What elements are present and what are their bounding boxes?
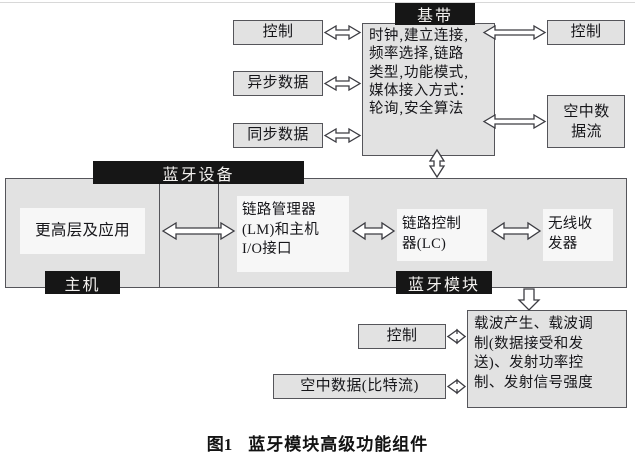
- arrow-air-data-bitstream-to-radio: [446, 378, 467, 395]
- page-top-rule: [0, 2, 635, 3]
- baseband-left-port-sync-data[interactable]: 同步数据: [233, 123, 323, 148]
- arrow-bluetooth-module-to-radio-down: [517, 288, 541, 311]
- link-manager-line-1: 链路管理器: [242, 202, 316, 218]
- radio-left-port-control-label: 控制: [386, 327, 418, 344]
- arrow-control-to-baseband: [323, 24, 362, 41]
- baseband-title-banner: 基带: [395, 3, 475, 25]
- radio-line-2: 制(数据接受和发: [474, 335, 584, 352]
- radio-transceiver-line-2: 发器: [548, 236, 578, 252]
- baseband-right-port-control-label: 控制: [570, 23, 602, 40]
- radio-left-port-air-data-bitstream[interactable]: 空中数据(比特流): [273, 374, 446, 399]
- arrow-sync-data-to-baseband: [323, 127, 362, 144]
- link-manager-line-3: I/O接口: [242, 241, 292, 258]
- baseband-line-1: 时钟‚建立连接‚: [369, 28, 469, 44]
- baseband-left-port-control[interactable]: 控制: [233, 20, 323, 45]
- link-manager-plate[interactable]: 链路管理器 (LM)和主机 I/O接口: [237, 196, 349, 272]
- baseband-line-2: 频率选择‚链路: [369, 46, 464, 63]
- baseband-line-3: 类型‚功能模式‚: [369, 64, 469, 81]
- arrow-control-to-radio: [446, 329, 467, 344]
- bluetooth-device-banner-label: 蓝牙设备: [162, 166, 235, 184]
- arrow-async-data-to-baseband: [323, 75, 362, 92]
- radio-line-1: 载波产生、载波调: [474, 316, 594, 332]
- baseband-right-port-control[interactable]: 控制: [547, 20, 625, 45]
- baseband-right-port-air-data-stream[interactable]: 空中数 据流: [547, 95, 625, 148]
- link-controller-line-2: 器(LC): [402, 236, 447, 252]
- baseband-left-port-sync-data-label: 同步数据: [247, 126, 309, 143]
- baseband-left-port-async-data-label: 异步数据: [247, 74, 309, 91]
- figure-caption-title: 蓝牙模块高级功能组件: [248, 435, 429, 454]
- radio-line-3: 送)、发射功率控: [474, 355, 584, 372]
- radio-transceiver-plate[interactable]: 无线收 发器: [543, 209, 613, 261]
- link-manager-line-2: (LM)和主机: [242, 221, 320, 238]
- baseband-box-body: 时钟‚建立连接‚ 频率选择‚链路 类型‚功能模式‚ 媒体接入方式： 轮询‚安全算…: [362, 23, 495, 156]
- baseband-line-4: 媒体接入方式：: [369, 82, 474, 99]
- air-data-stream-line-2: 据流: [571, 123, 602, 140]
- air-data-stream-line-1: 空中数: [563, 104, 610, 120]
- host-upper-layers-label: 更高层及应用: [35, 221, 130, 239]
- link-controller-plate[interactable]: 链路控制 器(LC): [397, 209, 487, 261]
- baseband-box: 时钟‚建立连接‚ 频率选择‚链路 类型‚功能模式‚ 媒体接入方式： 轮询‚安全算…: [362, 23, 495, 156]
- baseband-left-port-control-label: 控制: [262, 23, 294, 40]
- radio-functions-box: 载波产生、载波调 制(数据接受和发 送)、发射功率控 制、发射信号强度: [467, 310, 627, 408]
- host-banner: 主机: [45, 271, 120, 294]
- arrow-control-to-radio-body: [446, 328, 467, 345]
- radio-left-port-air-data-bitstream-label: 空中数据(比特流): [300, 377, 419, 394]
- baseband-line-5: 轮询‚安全算法: [369, 101, 464, 118]
- figure-caption: 图1 蓝牙模块高级功能组件: [0, 430, 635, 455]
- figure-caption-number: 图1: [206, 435, 233, 454]
- radio-line-4: 制、发射信号强度: [474, 374, 594, 391]
- baseband-title-banner-label: 基带: [416, 8, 453, 25]
- link-controller-line-1: 链路控制: [402, 216, 462, 232]
- bluetooth-device-banner: 蓝牙设备: [93, 161, 304, 184]
- radio-left-port-control[interactable]: 控制: [358, 324, 446, 349]
- host-upper-layers-plate[interactable]: 更高层及应用: [20, 208, 145, 254]
- bluetooth-module-banner: 蓝牙模块: [396, 271, 492, 294]
- host-banner-label: 主机: [64, 276, 101, 294]
- bluetooth-module-banner-label: 蓝牙模块: [407, 276, 480, 294]
- radio-transceiver-line-1: 无线收: [548, 216, 593, 232]
- baseband-left-port-async-data[interactable]: 异步数据: [233, 71, 323, 96]
